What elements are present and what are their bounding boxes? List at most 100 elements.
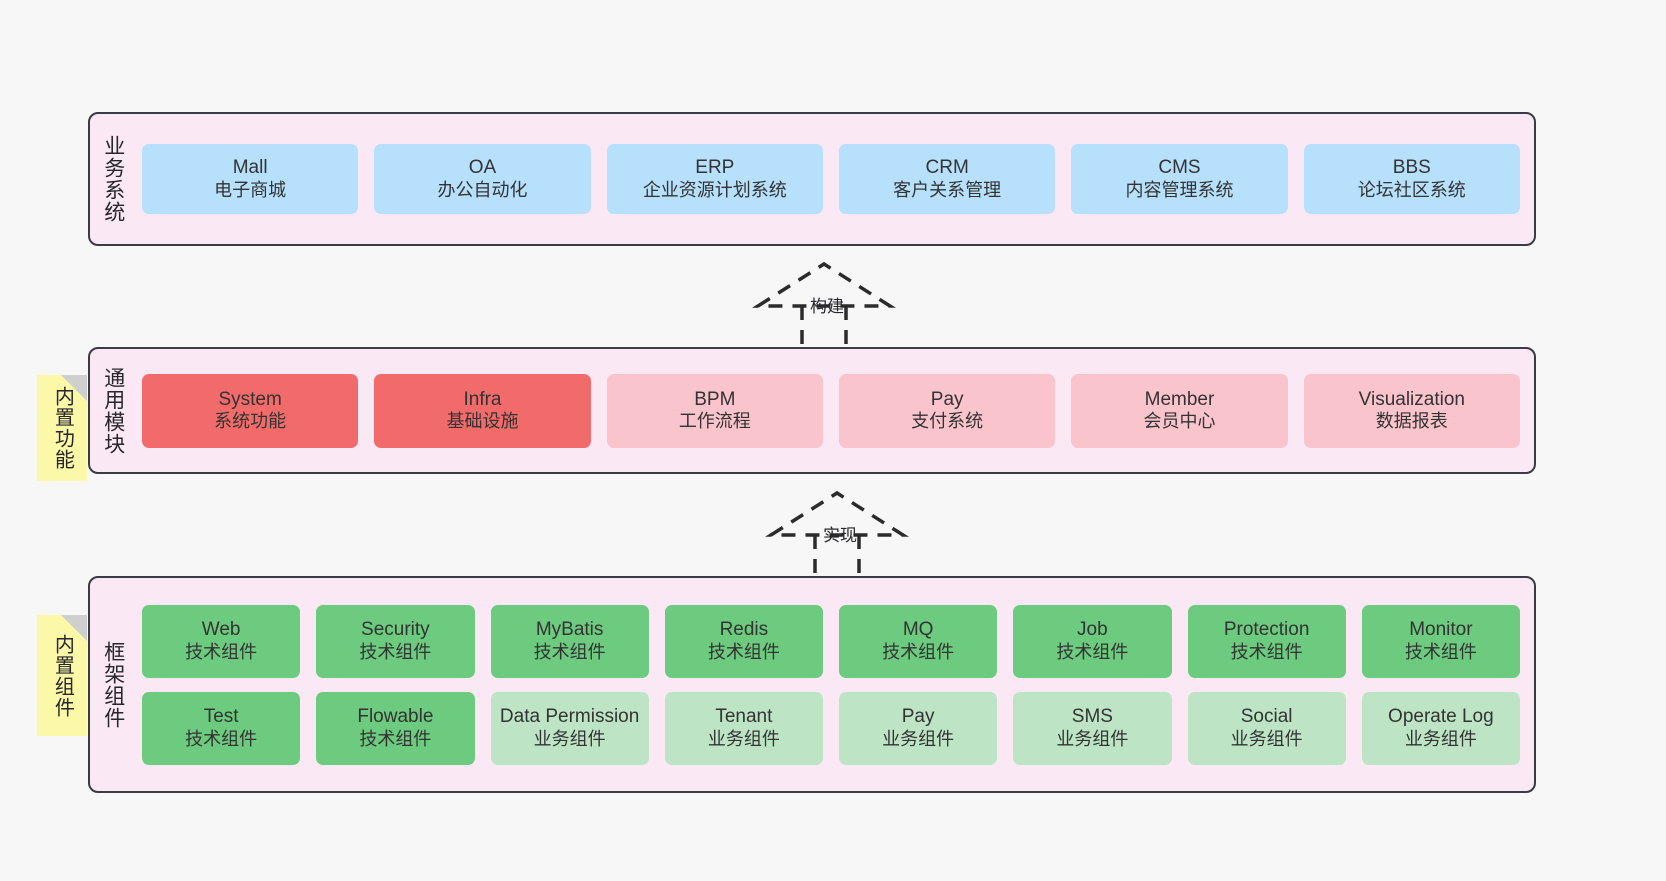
card-oa[interactable]: OA 办公自动化 — [374, 144, 591, 214]
card-subtitle: 客户关系管理 — [893, 179, 1002, 200]
connector-stem — [813, 535, 861, 579]
card-system[interactable]: System 系统功能 — [142, 373, 359, 448]
card-subtitle: 技术组件 — [1230, 641, 1303, 662]
note-builtin-components: 内置组件 — [37, 615, 87, 736]
card-title: OA — [468, 157, 497, 179]
layer-business-system-title: 业务系统 — [101, 135, 125, 223]
card-member[interactable]: Member 会员中心 — [1071, 373, 1288, 448]
card-subtitle: 业务组件 — [533, 728, 606, 749]
card-subtitle: 技术组件 — [1404, 641, 1477, 662]
card-subtitle: 论坛社区系统 — [1357, 179, 1466, 200]
connector-implement: 实现 — [764, 487, 925, 579]
card-infra[interactable]: Infra 基础设施 — [374, 373, 591, 448]
card-flowable[interactable]: Flowable 技术组件 — [316, 691, 475, 765]
card-job[interactable]: Job 技术组件 — [1013, 604, 1172, 678]
card-subtitle: 系统功能 — [214, 411, 287, 432]
arrowhead-hollow-triangle — [751, 261, 897, 308]
connector-build-label: 构建 — [810, 297, 844, 316]
card-erp[interactable]: ERP 企业资源计划系统 — [606, 144, 823, 214]
card-title: CRM — [925, 157, 969, 179]
card-web[interactable]: Web 技术组件 — [142, 604, 301, 678]
card-title: Monitor — [1409, 619, 1473, 641]
card-title: Redis — [719, 619, 769, 641]
card-social[interactable]: Social 业务组件 — [1187, 691, 1346, 765]
card-title: Visualization — [1358, 388, 1465, 410]
card-subtitle: 技术组件 — [1056, 641, 1129, 662]
card-subtitle: 电子商城 — [214, 179, 287, 200]
card-title: Infra — [463, 388, 502, 410]
card-tenant[interactable]: Tenant 业务组件 — [664, 691, 823, 765]
layer-business-system-body: Mall 电子商城 OA 办公自动化 ERP 企业资源计划系统 CRM 客户关系… — [136, 114, 1534, 244]
card-redis[interactable]: Redis 技术组件 — [664, 604, 823, 678]
card-title: Tenant — [715, 706, 773, 728]
card-subtitle: 业务组件 — [882, 728, 955, 749]
card-cms[interactable]: CMS 内容管理系统 — [1071, 144, 1288, 214]
note-builtin-features-label: 内置功能 — [51, 386, 74, 470]
card-title: Web — [201, 619, 241, 641]
card-protection[interactable]: Protection 技术组件 — [1187, 604, 1346, 678]
note-builtin-features: 内置功能 — [37, 375, 87, 481]
layer-common-module-title: 通用模块 — [101, 366, 125, 455]
card-title: BBS — [1392, 157, 1431, 179]
card-subtitle: 工作流程 — [678, 411, 751, 432]
card-title: MyBatis — [535, 619, 604, 641]
card-row: Test 技术组件 Flowable 技术组件 Data Permission … — [142, 691, 1520, 765]
card-subtitle: 企业资源计划系统 — [642, 179, 787, 200]
layer-business-system: 业务系统 Mall 电子商城 OA 办公自动化 ERP 企业资源计划系统 CRM… — [88, 112, 1536, 246]
card-subtitle: 业务组件 — [1056, 728, 1129, 749]
card-title: MQ — [902, 619, 934, 641]
card-mall[interactable]: Mall 电子商城 — [142, 144, 359, 214]
layer-framework-component-body: Web 技术组件 Security 技术组件 MyBatis 技术组件 Redi… — [136, 578, 1534, 791]
card-title: Pay — [930, 388, 964, 410]
card-operate-log[interactable]: Operate Log 业务组件 — [1361, 691, 1520, 765]
card-monitor[interactable]: Monitor 技术组件 — [1361, 604, 1520, 678]
card-title: Security — [361, 619, 430, 641]
card-data-permission[interactable]: Data Permission 业务组件 — [490, 691, 649, 765]
card-subtitle: 会员中心 — [1143, 411, 1216, 432]
card-subtitle: 技术组件 — [533, 641, 606, 662]
card-security[interactable]: Security 技术组件 — [316, 604, 475, 678]
card-pay-business[interactable]: Pay 业务组件 — [839, 691, 998, 765]
card-bbs[interactable]: BBS 论坛社区系统 — [1303, 144, 1520, 214]
card-subtitle: 业务组件 — [1404, 728, 1477, 749]
card-mybatis[interactable]: MyBatis 技术组件 — [490, 604, 649, 678]
card-pay[interactable]: Pay 支付系统 — [838, 373, 1056, 448]
card-sms[interactable]: SMS 业务组件 — [1013, 691, 1172, 765]
layer-common-module: 通用模块 System 系统功能 Infra 基础设施 BPM 工作流程 Pay… — [88, 347, 1536, 474]
card-bpm[interactable]: BPM 工作流程 — [606, 373, 823, 448]
layer-framework-component: 框架组件 Web 技术组件 Security 技术组件 MyBatis 技术组件… — [88, 576, 1536, 793]
connector-implement-label: 实现 — [823, 526, 857, 545]
card-test[interactable]: Test 技术组件 — [142, 691, 301, 765]
card-crm[interactable]: CRM 客户关系管理 — [838, 144, 1056, 214]
card-subtitle: 办公自动化 — [437, 179, 528, 200]
layer-framework-component-title: 框架组件 — [101, 640, 125, 729]
card-title: CMS — [1158, 157, 1201, 179]
card-subtitle: 基础设施 — [446, 411, 519, 432]
card-title: Job — [1077, 619, 1108, 641]
card-row: System 系统功能 Infra 基础设施 BPM 工作流程 Pay 支付系统… — [142, 373, 1520, 448]
card-title: Social — [1240, 706, 1293, 728]
arrowhead-hollow-triangle — [764, 490, 910, 537]
card-title: Member — [1144, 388, 1215, 410]
card-row: Mall 电子商城 OA 办公自动化 ERP 企业资源计划系统 CRM 客户关系… — [142, 144, 1520, 214]
card-subtitle: 技术组件 — [359, 641, 432, 662]
card-subtitle: 技术组件 — [882, 641, 955, 662]
card-mq[interactable]: MQ 技术组件 — [839, 604, 998, 678]
card-subtitle: 技术组件 — [359, 728, 432, 749]
card-subtitle: 技术组件 — [185, 728, 258, 749]
card-visualization[interactable]: Visualization 数据报表 — [1303, 373, 1520, 448]
card-subtitle: 技术组件 — [707, 641, 780, 662]
card-title: BPM — [694, 388, 736, 410]
card-title: Data Permission — [499, 706, 640, 728]
card-title: Protection — [1223, 619, 1310, 641]
card-title: System — [218, 388, 282, 410]
card-title: Flowable — [357, 706, 434, 728]
card-title: Pay — [901, 706, 935, 728]
note-builtin-components-label: 内置组件 — [51, 633, 74, 718]
note-fold-corner-icon — [61, 375, 87, 401]
card-subtitle: 内容管理系统 — [1125, 179, 1234, 200]
card-title: ERP — [695, 157, 735, 179]
card-subtitle: 业务组件 — [707, 728, 780, 749]
card-subtitle: 支付系统 — [911, 411, 984, 432]
